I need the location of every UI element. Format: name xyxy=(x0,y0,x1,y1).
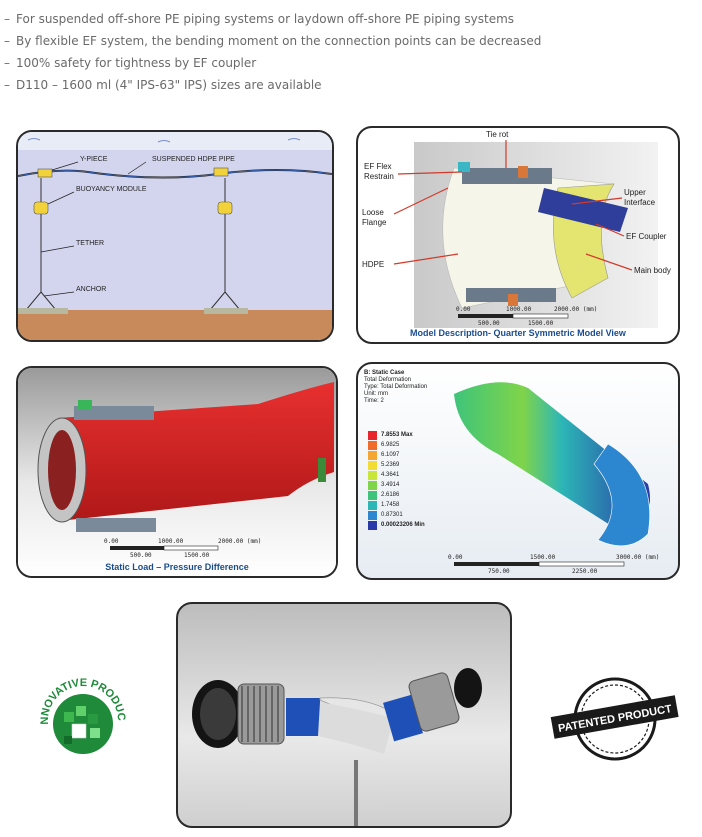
scale-tick-label: 2250.00 xyxy=(572,568,598,575)
legend-swatch xyxy=(368,520,377,530)
scale-tick-label: 0.00 xyxy=(448,554,463,561)
legend-swatch xyxy=(368,490,377,500)
feature-item: –By flexible EF system, the bending mome… xyxy=(4,34,542,48)
legend-item: 0.87301 xyxy=(368,510,425,520)
label-hdpe: HDPE xyxy=(362,260,385,269)
label-upper-interface: Upper Interface xyxy=(624,188,656,207)
deformation-legend: 7.8553 Max 6.9825 6.1097 5.2369 4.3641 3… xyxy=(368,430,425,530)
legend-item: 6.9825 xyxy=(368,440,425,450)
scale-tick-label: 500.00 xyxy=(130,552,152,559)
legend-swatch xyxy=(368,450,377,460)
static-load-panel: 0.00 1000.00 2000.00 (mm) 500.00 1500.00… xyxy=(16,366,338,578)
product-photo-panel xyxy=(176,602,512,828)
scale-tick-label: 0.00 xyxy=(104,538,119,545)
legend-item: 1.7458 xyxy=(368,500,425,510)
figure-caption: Static Load – Pressure Difference xyxy=(105,562,249,572)
scale-tick-label: 2000.00 (mm) xyxy=(554,306,598,313)
label-ef-flex-restrain: EF Flex Restrain xyxy=(364,162,394,181)
model-description-panel: Tie rot EF Flex Restrain Loose Flange HD… xyxy=(356,126,680,344)
label-main-body: Main body xyxy=(634,266,671,275)
label-ef-coupler: EF Coupler xyxy=(626,232,667,241)
patented-product-stamp: PATENTED PRODUCT xyxy=(550,676,680,762)
product-photo xyxy=(192,668,482,826)
label-buoyancy-module: BUOYANCY MODULE xyxy=(76,186,147,193)
scale-tick-label: 1000.00 xyxy=(506,306,532,313)
offshore-diagram-panel: Y-PIECE SUSPENDED HDPE PIPE BUOYANCY MOD… xyxy=(16,130,334,342)
label-loose-flange: Loose Flange xyxy=(362,208,387,227)
scale-tick-label: 1500.00 xyxy=(530,554,556,561)
legend-item: 7.8553 Max xyxy=(368,430,425,440)
legend-swatch xyxy=(368,470,377,480)
static-case-panel: B: Static Case Total Deformation Type: T… xyxy=(356,362,680,580)
feature-list: –For suspended off-shore PE piping syste… xyxy=(4,8,541,96)
static-load-render xyxy=(18,368,336,576)
innovative-product-badge: INNOVATIVE PRODUCT xyxy=(31,663,132,770)
patented-stamp-icon: PATENTED PRODUCT xyxy=(550,677,679,761)
scale-tick-label: 1500.00 xyxy=(184,552,210,559)
offshore-diagram xyxy=(18,132,332,340)
legend-item: 4.3641 xyxy=(368,470,425,480)
legend-swatch xyxy=(368,430,377,440)
legend-item: 0.00023206 Min xyxy=(368,520,425,530)
feature-item: –For suspended off-shore PE piping syste… xyxy=(4,12,515,26)
scale-tick-label: 750.00 xyxy=(488,568,510,575)
legend-swatch xyxy=(368,440,377,450)
feature-item: –D110 – 1600 ml (4" IPS-63" IPS) sizes a… xyxy=(4,78,322,92)
legend-item: 5.2369 xyxy=(368,460,425,470)
label-tie-rot: Tie rot xyxy=(486,130,509,139)
legend-item: 2.6186 xyxy=(368,490,425,500)
innovative-badge-icon: INNOVATIVE PRODUCT xyxy=(31,663,130,768)
label-anchor: ANCHOR xyxy=(76,286,107,293)
label-tether: TETHER xyxy=(76,240,104,247)
label-suspended-pipe: SUSPENDED HDPE PIPE xyxy=(152,156,235,163)
deformation-render xyxy=(454,382,650,567)
scale-tick-label: 1000.00 xyxy=(158,538,184,545)
legend-item: 3.4914 xyxy=(368,480,425,490)
scale-tick-label: 0.00 xyxy=(456,306,471,313)
legend-swatch xyxy=(368,480,377,490)
figure-caption: Model Description- Quarter Symmetric Mod… xyxy=(410,328,626,338)
result-header: B: Static Case Total Deformation Type: T… xyxy=(364,370,428,404)
label-y-piece: Y-PIECE xyxy=(80,156,108,163)
legend-swatch xyxy=(368,510,377,520)
coupler-model-render xyxy=(393,140,658,328)
legend-swatch xyxy=(368,460,377,470)
scale-tick-label: 1500.00 xyxy=(528,320,554,327)
scale-tick-label: 3000.00 (mm) xyxy=(616,554,660,561)
legend-swatch xyxy=(368,500,377,510)
legend-item: 6.1097 xyxy=(368,450,425,460)
scale-tick-label: 2000.00 (mm) xyxy=(218,538,262,545)
scale-tick-label: 500.00 xyxy=(478,320,500,327)
feature-item: –100% safety for tightness by EF coupler xyxy=(4,56,257,70)
